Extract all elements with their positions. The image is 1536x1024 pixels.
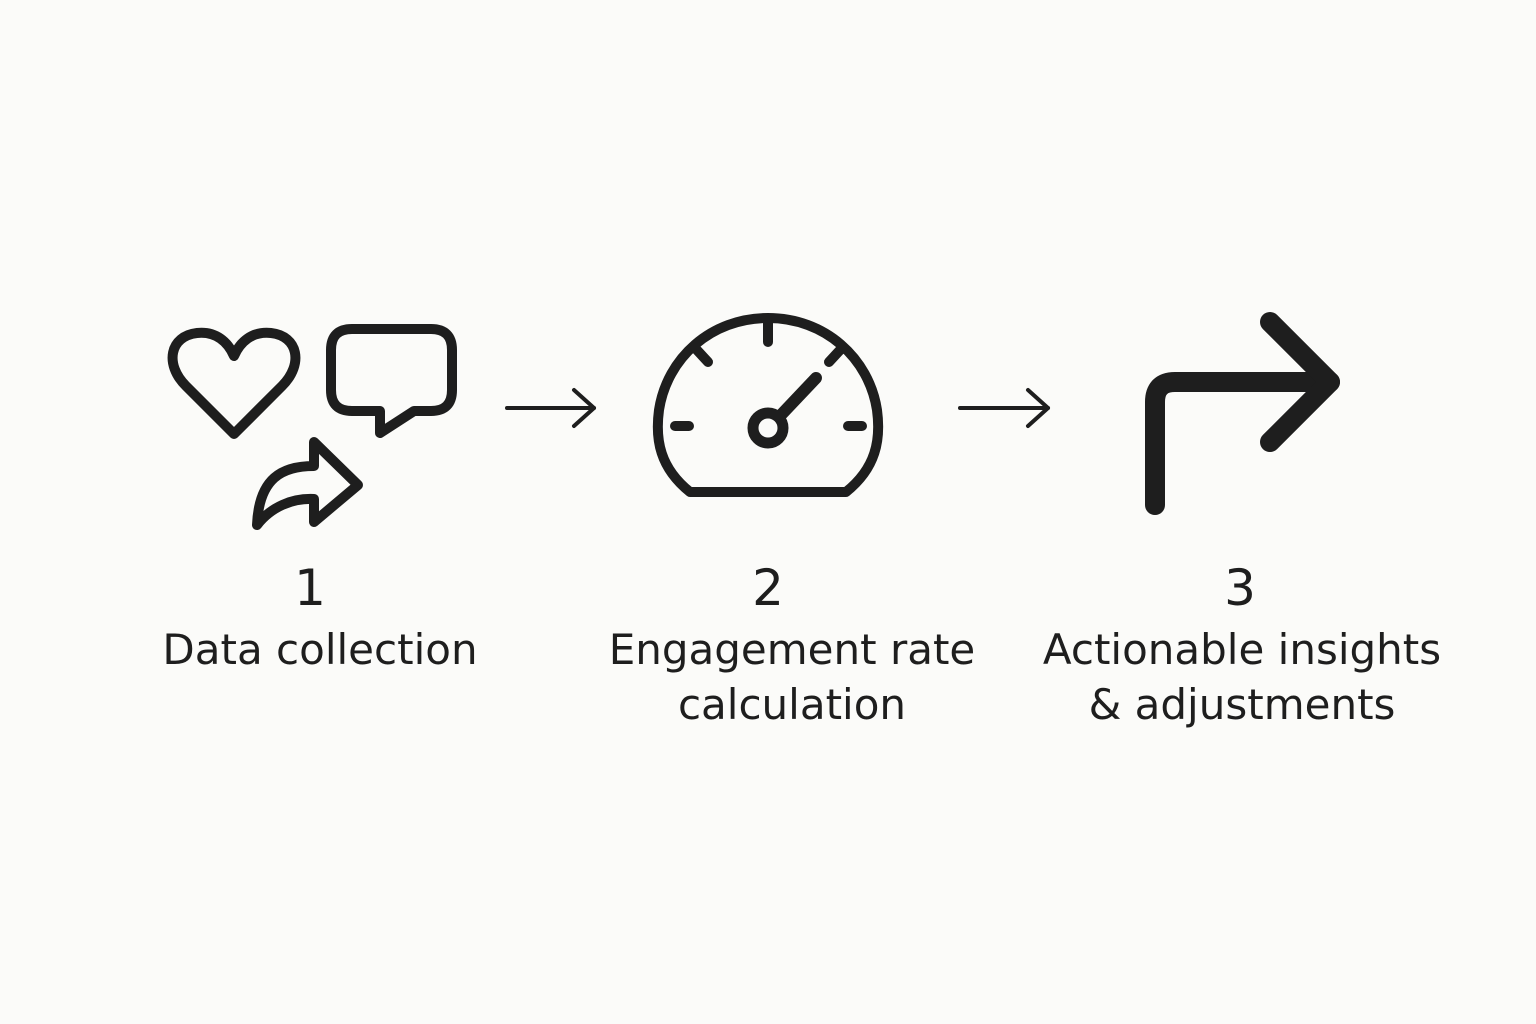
step-1-icon-group: [167, 324, 457, 530]
connector-arrow-2: [958, 388, 1050, 428]
step-3-number: 3: [1224, 559, 1256, 617]
step-1-label-line-1: Data collection: [162, 625, 478, 674]
step-3-label: Actionable insights & adjustments: [1022, 622, 1462, 732]
step-3-label-line-1: Actionable insights: [1042, 625, 1442, 674]
gauge-icon: [652, 313, 884, 497]
step-2-label: Engagement rate calculation: [572, 622, 1012, 732]
step-2-number: 2: [752, 559, 784, 617]
step-1-number: 1: [294, 559, 326, 617]
step-2-label-line-2: calculation: [677, 680, 907, 729]
share-arrow-icon: [252, 437, 363, 530]
speech-bubble-icon: [326, 324, 457, 438]
connector-arrow-1: [505, 388, 596, 428]
turn-right-arrow-icon: [1145, 312, 1340, 515]
step-3-label-line-2: & adjustments: [1088, 680, 1396, 729]
step-2-label-line-1: Engagement rate: [608, 625, 976, 674]
step-1-label: Data collection: [100, 622, 540, 677]
heart-icon: [167, 327, 301, 439]
